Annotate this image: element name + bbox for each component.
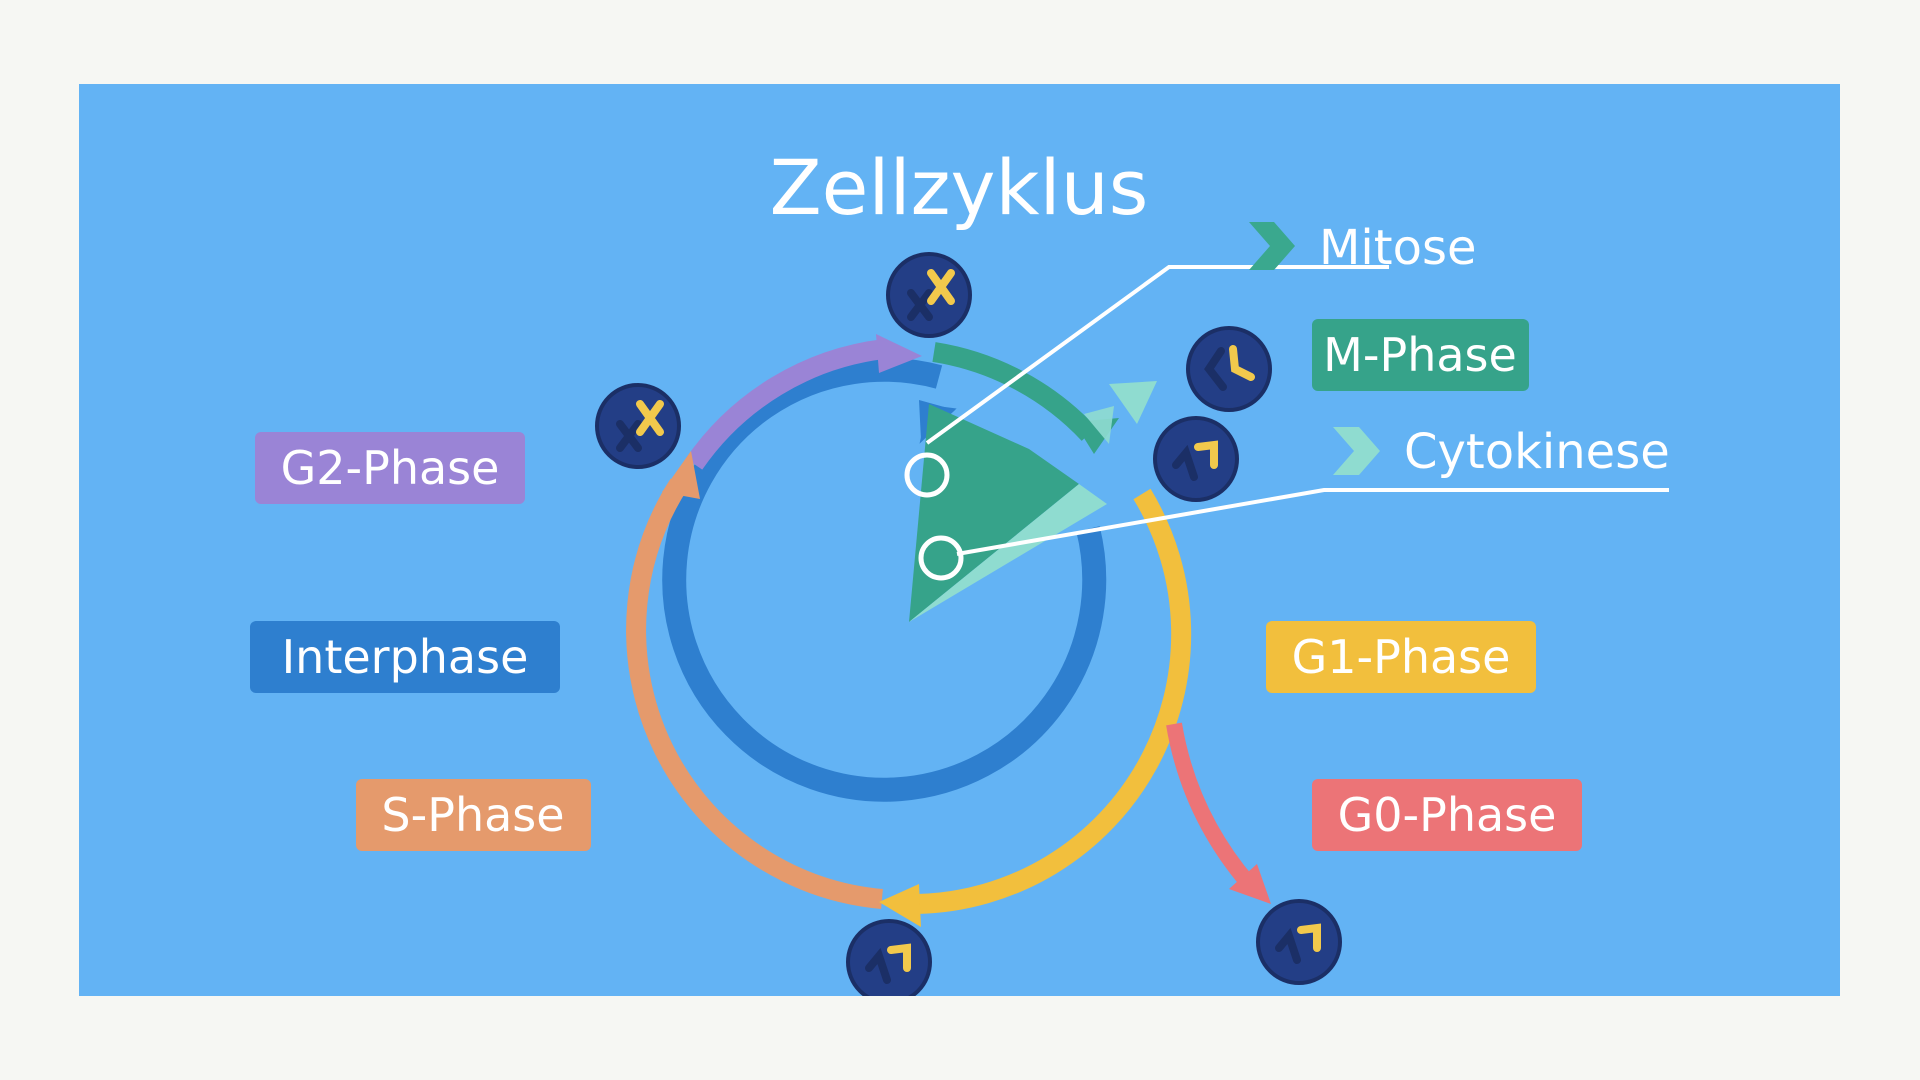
g0-phase-arrow [1166,722,1271,904]
s-phase-arc [626,451,883,909]
svg-text:S-Phase: S-Phase [381,788,564,842]
chromatid-icon [1153,416,1239,502]
svg-text:M-Phase: M-Phase [1323,328,1517,382]
svg-text:Interphase: Interphase [282,630,529,684]
g2-phase-badge: G2-Phase [255,432,525,504]
cell-cycle-diagram: Zellzyklus [250,143,1670,996]
ring-marker-icon [918,535,964,581]
chromosome-x-icon [595,383,681,469]
interphase-badge: Interphase [250,621,560,693]
svg-text:G2-Phase: G2-Phase [281,441,500,495]
svg-text:G0-Phase: G0-Phase [1338,788,1557,842]
page-title: Zellzyklus [770,143,1149,232]
chromatid-icon [1256,899,1342,985]
m-phase-badge: M-Phase [1312,319,1529,391]
chevron-right-icon [1249,222,1295,270]
g2-phase-arc [685,334,922,470]
svg-text:Cytokinese: Cytokinese [1404,424,1670,480]
chevron-right-icon [1333,427,1380,475]
chromatid-icon [1186,326,1272,412]
svg-text:Mitose: Mitose [1319,220,1476,276]
ring-marker-icon [904,452,950,498]
mitose-label: Mitose [1249,220,1476,276]
chromosome-x-icon [886,252,972,338]
diagram-frame: Zellzyklus [79,84,1840,996]
mitose-pointer [904,265,1389,498]
svg-text:G1-Phase: G1-Phase [1292,630,1511,684]
m-phase-wedge [909,404,1107,622]
cytokinese-pointer [918,488,1669,581]
g1-phase-arc [879,488,1192,927]
chromatid-icon [846,919,932,996]
cytokinese-label: Cytokinese [1333,424,1670,480]
g1-phase-badge: G1-Phase [1266,621,1536,693]
s-phase-badge: S-Phase [356,779,591,851]
g0-phase-badge: G0-Phase [1312,779,1582,851]
m-phase-arc [932,342,1157,454]
interphase-ring [662,357,1107,802]
